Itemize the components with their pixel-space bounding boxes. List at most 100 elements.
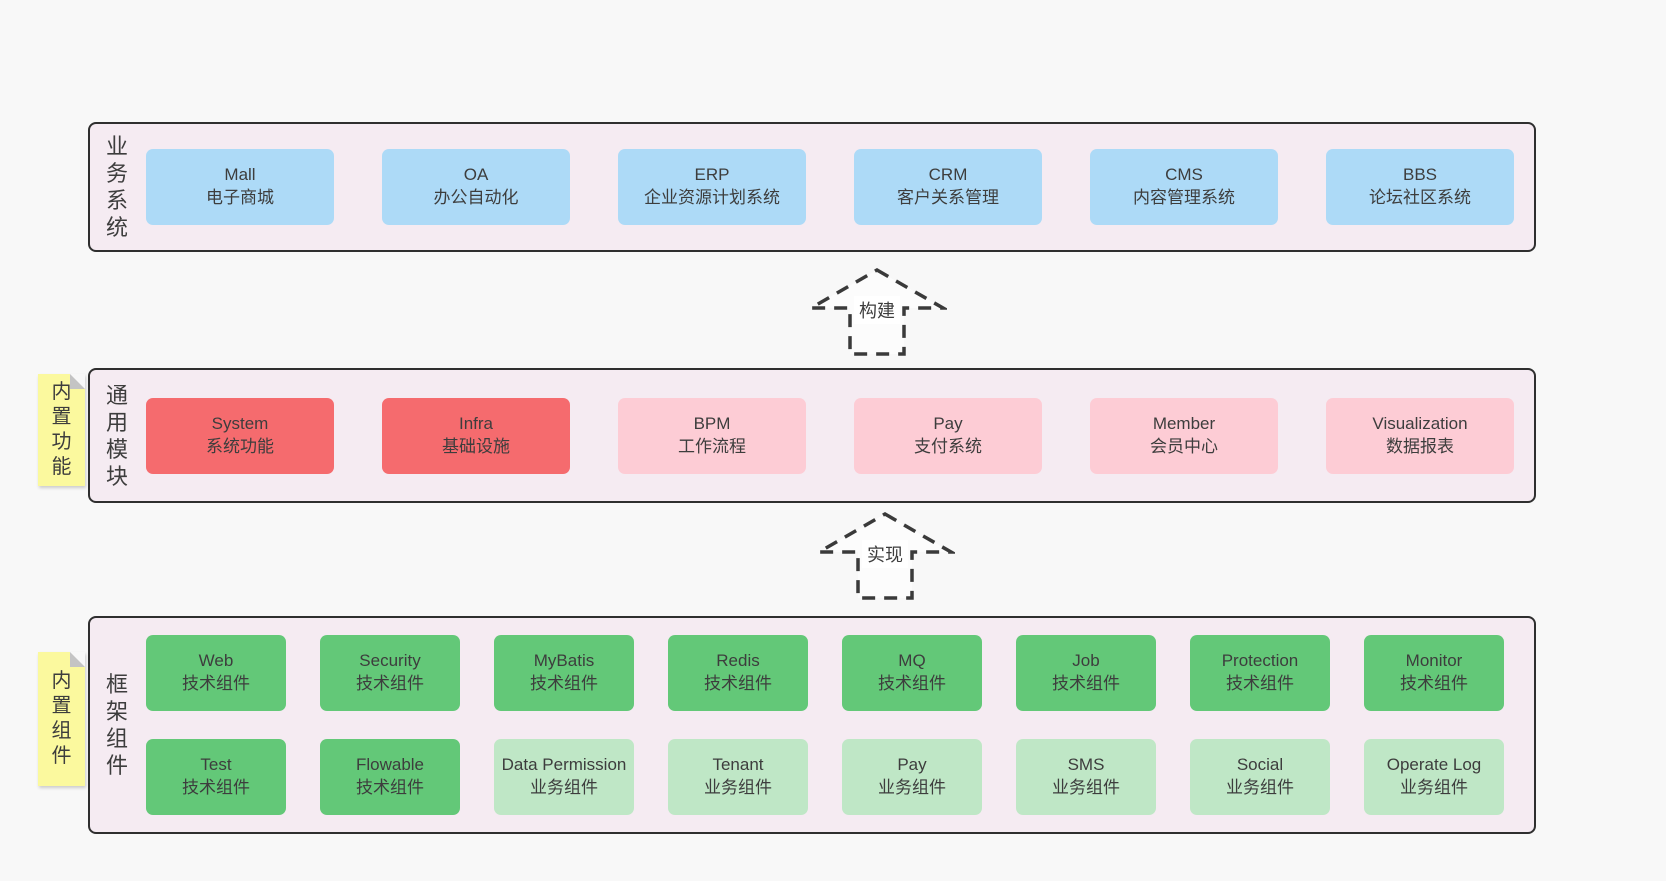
box-title: Pay — [933, 413, 963, 433]
band-framework-label: 框架组件 — [105, 672, 128, 778]
box-subtitle: 业务组件 — [1226, 778, 1294, 797]
folded-corner-icon — [70, 652, 85, 667]
box-title: ERP — [694, 165, 730, 185]
box-erp: ERP 企业资源计划系统 — [618, 149, 806, 225]
box-subtitle: 数据报表 — [1386, 436, 1454, 456]
box-data-permission: Data Permission 业务组件 — [494, 739, 634, 815]
box-title: Pay — [897, 755, 927, 775]
box-title: Flowable — [355, 755, 425, 775]
box-subtitle: 技术组件 — [704, 674, 772, 693]
box-test: Test 技术组件 — [146, 739, 286, 815]
arrow-implement: 实现 — [815, 510, 955, 602]
box-title: CRM — [928, 165, 968, 185]
box-row: Mall 电子商城 OA 办公自动化 ERP 企业资源计划系统 CRM 客户关系… — [146, 149, 1534, 225]
box-row: Web 技术组件 Security 技术组件 MyBatis 技术组件 Redi… — [146, 635, 1534, 711]
box-subtitle: 业务组件 — [704, 778, 772, 797]
box-subtitle: 客户关系管理 — [897, 188, 999, 207]
box-row: System 系统功能 Infra 基础设施 BPM 工作流程 Pay 支付系统… — [146, 397, 1534, 474]
box-title: Monitor — [1405, 651, 1463, 671]
sticky-note-builtin-components: 内置组件 — [38, 652, 85, 786]
box-title: Protection — [1221, 651, 1299, 671]
band-framework-label-wrap: 框架组件 — [105, 618, 129, 832]
box-title: Job — [1072, 651, 1100, 671]
box-job: Job 技术组件 — [1016, 635, 1156, 711]
box-subtitle: 技术组件 — [182, 674, 250, 693]
box-title: Tenant — [712, 755, 764, 775]
box-tenant: Tenant 业务组件 — [668, 739, 808, 815]
box-subtitle: 技术组件 — [182, 778, 250, 797]
box-crm: CRM 客户关系管理 — [854, 149, 1042, 225]
box-subtitle: 业务组件 — [1052, 778, 1120, 797]
box-social: Social 业务组件 — [1190, 739, 1330, 815]
box-cms: CMS 内容管理系统 — [1090, 149, 1278, 225]
box-pay: Pay 支付系统 — [854, 397, 1042, 474]
box-subtitle: 技术组件 — [356, 674, 424, 693]
box-subtitle: 技术组件 — [1226, 674, 1294, 693]
box-title: Social — [1236, 755, 1284, 775]
arrow-implement-label: 实现 — [862, 540, 908, 568]
box-subtitle: 技术组件 — [1052, 674, 1120, 693]
box-subtitle: 会员中心 — [1150, 436, 1218, 456]
box-title: Test — [200, 755, 232, 775]
band-framework-rows: Web 技术组件 Security 技术组件 MyBatis 技术组件 Redi… — [146, 618, 1534, 832]
sticky-builtin-components-label: 内置组件 — [51, 670, 72, 767]
box-title: BBS — [1402, 165, 1438, 185]
band-business-systems: 业务系统 Mall 电子商城 OA 办公自动化 ERP 企业资源计划系统 CRM — [88, 122, 1536, 252]
box-subtitle: 支付系统 — [914, 436, 982, 456]
box-bpm: BPM 工作流程 — [618, 397, 806, 474]
sticky-builtin-features-label: 内置功能 — [51, 381, 72, 478]
box-title: Data Permission — [501, 755, 627, 775]
box-title: Security — [359, 651, 421, 671]
box-mall: Mall 电子商城 — [146, 149, 334, 225]
band-business-label-wrap: 业务系统 — [105, 124, 129, 250]
box-title: MyBatis — [533, 651, 595, 671]
box-subtitle: 办公自动化 — [433, 188, 519, 207]
box-infra: Infra 基础设施 — [382, 397, 570, 474]
box-title: Web — [198, 651, 234, 671]
band-business-label: 业务系统 — [105, 134, 128, 240]
box-subtitle: 企业资源计划系统 — [644, 188, 780, 207]
box-redis: Redis 技术组件 — [668, 635, 808, 711]
box-title: Infra — [458, 413, 494, 433]
box-flowable: Flowable 技术组件 — [320, 739, 460, 815]
box-protection: Protection 技术组件 — [1190, 635, 1330, 711]
folded-corner-icon — [70, 374, 85, 389]
box-subtitle: 业务组件 — [878, 778, 946, 797]
box-title: BPM — [693, 413, 731, 433]
box-subtitle: 技术组件 — [530, 674, 598, 693]
box-subtitle: 论坛社区系统 — [1369, 188, 1471, 207]
arrow-build-label: 构建 — [854, 296, 900, 324]
box-subtitle: 技术组件 — [356, 778, 424, 797]
box-security: Security 技术组件 — [320, 635, 460, 711]
box-bbs: BBS 论坛社区系统 — [1326, 149, 1514, 225]
box-subtitle: 业务组件 — [1400, 778, 1468, 797]
box-subtitle: 技术组件 — [1400, 674, 1468, 693]
box-mq: MQ 技术组件 — [842, 635, 982, 711]
box-member: Member 会员中心 — [1090, 397, 1278, 474]
box-subtitle: 工作流程 — [678, 436, 746, 456]
box-title: System — [211, 413, 269, 433]
arrow-build: 构建 — [807, 266, 947, 358]
box-sms: SMS 业务组件 — [1016, 739, 1156, 815]
band-framework-components: 框架组件 Web 技术组件 Security 技术组件 MyBatis 技术组件… — [88, 616, 1536, 834]
box-title: CMS — [1165, 165, 1203, 185]
box-visualization: Visualization 数据报表 — [1326, 397, 1514, 474]
box-subtitle: 技术组件 — [878, 674, 946, 693]
band-modules-rows: System 系统功能 Infra 基础设施 BPM 工作流程 Pay 支付系统… — [146, 370, 1534, 501]
box-subtitle: 系统功能 — [206, 436, 274, 456]
box-title: OA — [463, 165, 489, 185]
box-title: Member — [1152, 413, 1216, 433]
box-title: SMS — [1067, 755, 1105, 775]
box-operate-log: Operate Log 业务组件 — [1364, 739, 1504, 815]
box-subtitle: 电子商城 — [206, 188, 274, 207]
box-title: Operate Log — [1386, 755, 1482, 775]
box-title: MQ — [898, 651, 926, 671]
band-business-rows: Mall 电子商城 OA 办公自动化 ERP 企业资源计划系统 CRM 客户关系… — [146, 124, 1534, 250]
box-system: System 系统功能 — [146, 397, 334, 474]
box-monitor: Monitor 技术组件 — [1364, 635, 1504, 711]
box-title: Redis — [716, 651, 760, 671]
box-web: Web 技术组件 — [146, 635, 286, 711]
box-row: Test 技术组件 Flowable 技术组件 Data Permission … — [146, 739, 1534, 815]
box-title: Visualization — [1372, 413, 1468, 433]
